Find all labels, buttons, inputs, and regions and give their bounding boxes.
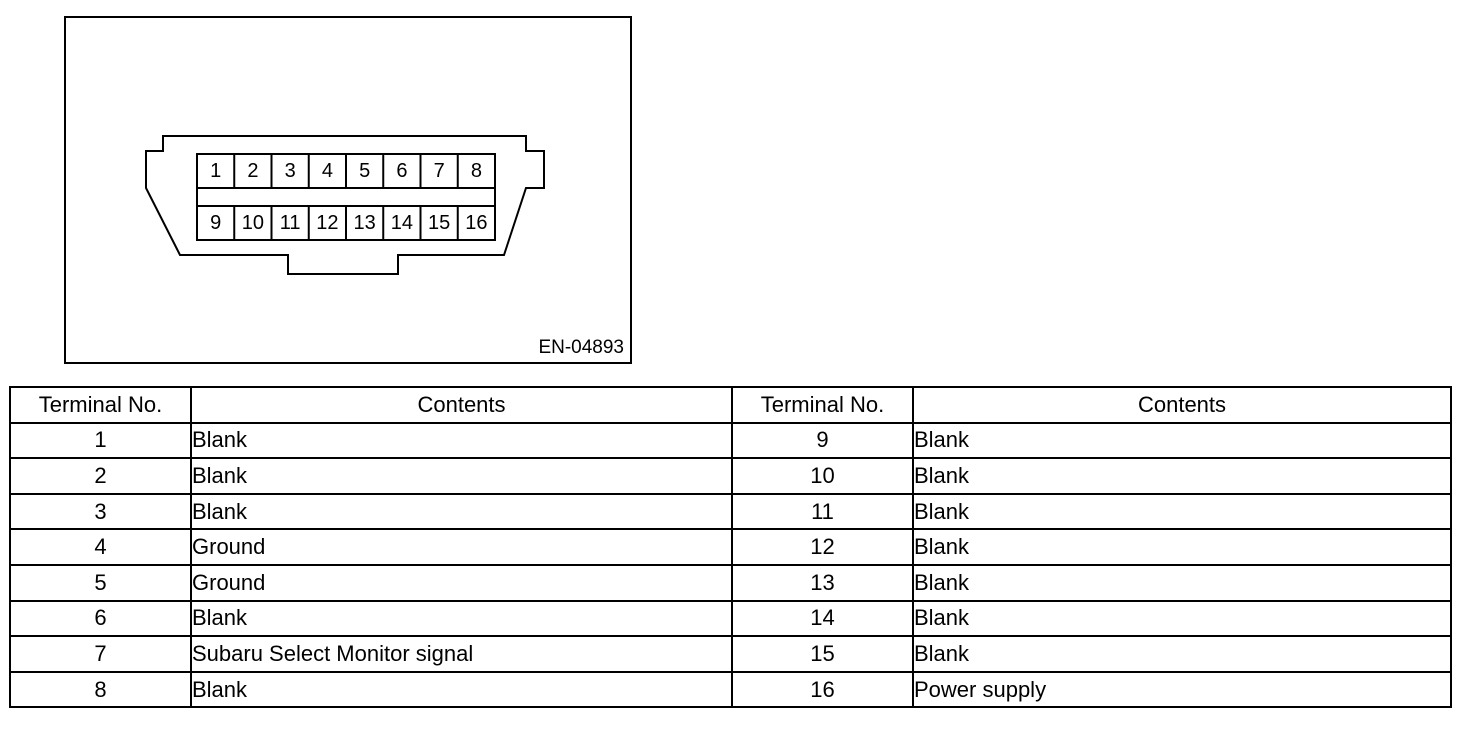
table-row: 5 Ground 13 Blank xyxy=(9,563,1452,602)
pin-label: 2 xyxy=(247,159,259,182)
contents-cell: Ground xyxy=(190,528,733,566)
pin-label: 15 xyxy=(428,211,451,234)
terminal-no-cell: 4 xyxy=(9,528,192,566)
terminal-no-cell: 6 xyxy=(9,599,192,638)
contents-cell: Blank xyxy=(912,457,1452,495)
table-row: 7 Subaru Select Monitor signal 15 Blank xyxy=(9,635,1452,673)
terminal-table: Terminal No. Contents Terminal No. Conte… xyxy=(9,386,1452,709)
contents-cell: Blank xyxy=(912,599,1452,638)
header-contents: Contents xyxy=(912,386,1452,424)
pin-label: 14 xyxy=(390,211,413,234)
terminal-no-cell: 2 xyxy=(9,457,192,495)
header-terminal-no: Terminal No. xyxy=(731,386,914,424)
terminal-no-cell: 7 xyxy=(9,635,192,673)
pin-label: 16 xyxy=(465,211,488,234)
contents-cell: Subaru Select Monitor signal xyxy=(190,635,733,673)
connector-housing xyxy=(145,135,545,275)
table-row: 3 Blank 11 Blank xyxy=(9,492,1452,531)
contents-cell: Blank xyxy=(912,528,1452,566)
contents-cell: Blank xyxy=(912,421,1452,460)
pin-label: 11 xyxy=(279,211,301,234)
terminal-no-cell: 1 xyxy=(9,421,192,460)
contents-cell: Blank xyxy=(190,421,733,460)
contents-cell: Blank xyxy=(912,635,1452,673)
terminal-no-cell: 16 xyxy=(731,670,914,709)
contents-cell: Power supply xyxy=(912,670,1452,709)
terminal-no-cell: 3 xyxy=(9,492,192,531)
table-row: 8 Blank 16 Power supply xyxy=(9,670,1452,709)
table-header-row: Terminal No. Contents Terminal No. Conte… xyxy=(9,386,1452,424)
contents-cell: Blank xyxy=(190,670,733,709)
table-row: 6 Blank 14 Blank xyxy=(9,599,1452,638)
pin-label: 9 xyxy=(210,211,222,234)
pin-label: 5 xyxy=(359,159,371,182)
pin-grid xyxy=(196,153,496,241)
header-contents: Contents xyxy=(190,386,733,424)
pin-label: 1 xyxy=(210,159,222,182)
pin-label: 6 xyxy=(396,159,408,182)
pin-label: 12 xyxy=(316,211,339,234)
contents-cell: Blank xyxy=(190,457,733,495)
contents-cell: Blank xyxy=(190,599,733,638)
contents-cell: Ground xyxy=(190,563,733,602)
header-terminal-no: Terminal No. xyxy=(9,386,192,424)
contents-cell: Blank xyxy=(912,563,1452,602)
table-row: 4 Ground 12 Blank xyxy=(9,528,1452,566)
pin-labels: 1 2 3 4 5 6 7 8 9 10 11 12 13 14 15 16 xyxy=(197,154,495,242)
terminal-no-cell: 10 xyxy=(731,457,914,495)
terminal-no-cell: 9 xyxy=(731,421,914,460)
terminal-no-cell: 11 xyxy=(731,492,914,531)
pin-label: 4 xyxy=(321,159,333,182)
pin-label: 7 xyxy=(433,159,445,182)
terminal-no-cell: 8 xyxy=(9,670,192,709)
table-row: 1 Blank 9 Blank xyxy=(9,421,1452,460)
contents-cell: Blank xyxy=(912,492,1452,531)
pin-label: 13 xyxy=(353,211,376,234)
terminal-no-cell: 5 xyxy=(9,563,192,602)
contents-cell: Blank xyxy=(190,492,733,531)
pin-label: 8 xyxy=(470,159,482,182)
pin-label: 10 xyxy=(241,211,264,234)
pin-label: 3 xyxy=(284,159,296,182)
figure-code: EN-04893 xyxy=(538,337,624,358)
terminal-no-cell: 14 xyxy=(731,599,914,638)
terminal-no-cell: 13 xyxy=(731,563,914,602)
connector-outline xyxy=(145,135,545,275)
connector-figure: 1 2 3 4 5 6 7 8 9 10 11 12 13 14 15 16 E… xyxy=(64,16,632,364)
terminal-no-cell: 15 xyxy=(731,635,914,673)
table-row: 2 Blank 10 Blank xyxy=(9,457,1452,495)
terminal-no-cell: 12 xyxy=(731,528,914,566)
